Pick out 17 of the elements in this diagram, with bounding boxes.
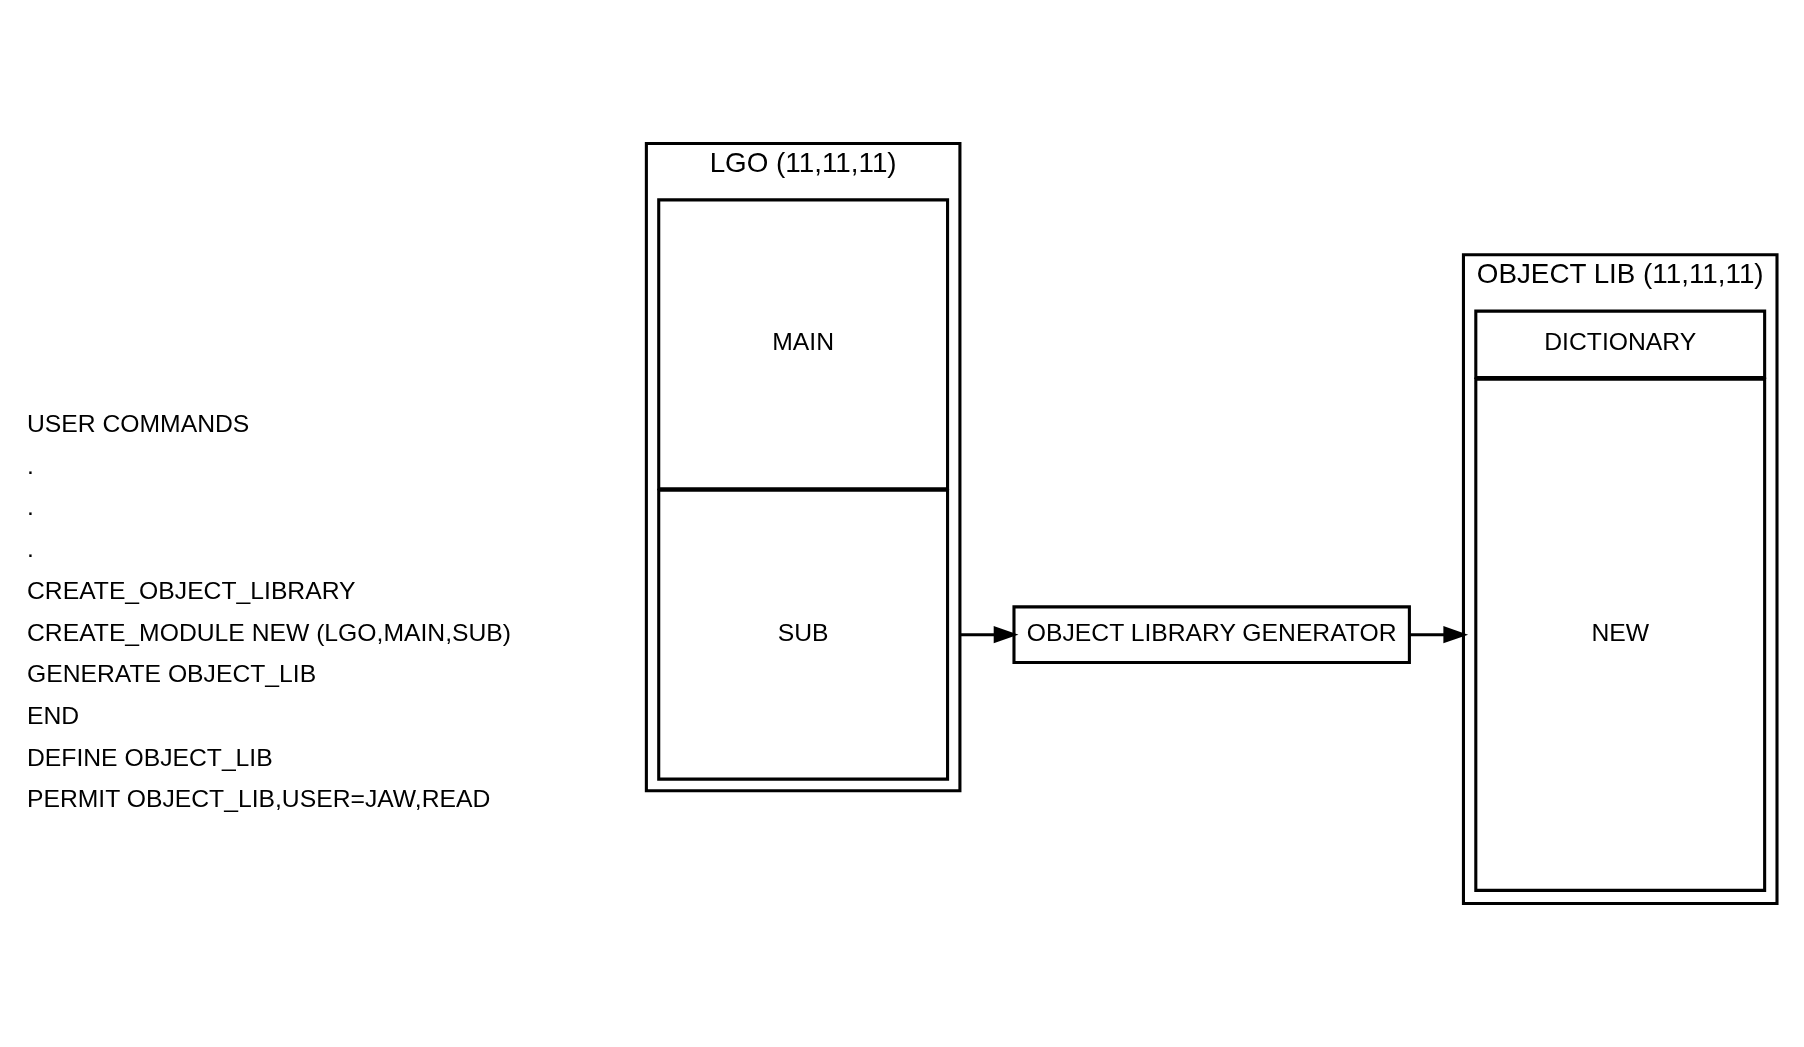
node-box: SUB (657, 488, 950, 781)
arrow (959, 626, 1019, 644)
label: USER COMMANDS (27, 410, 250, 438)
label: . (27, 535, 34, 563)
arrow (1409, 626, 1469, 644)
label: DEFINE OBJECT_LIB (27, 743, 273, 771)
label: . (27, 493, 34, 521)
label: PERMIT OBJECT_LIB,USER=JAW,READ (27, 785, 491, 813)
label: END (27, 701, 80, 729)
label: . (27, 451, 34, 479)
node-box: MAIN (657, 198, 950, 491)
label: CREATE_OBJECT_LIBRARY (27, 576, 356, 604)
node-box: OBJECT LIBRARY GENERATOR (1012, 605, 1411, 665)
label: GENERATE OBJECT_LIB (27, 660, 317, 688)
node-box: NEW (1474, 377, 1767, 892)
node-box: DICTIONARY (1474, 309, 1767, 380)
label: CREATE_MODULE NEW (LGO,MAIN,SUB) (27, 618, 512, 646)
